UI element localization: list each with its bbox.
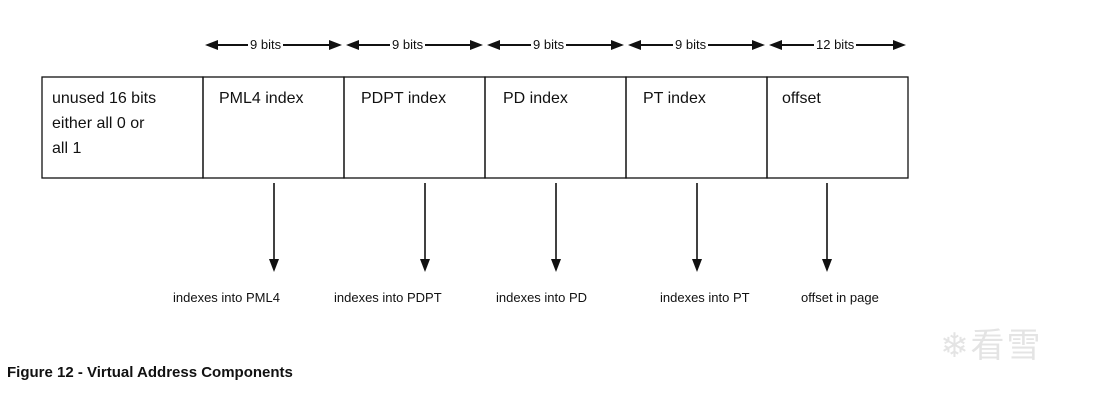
index-arrowhead-pdpt (420, 259, 430, 272)
bit-width-arrowhead-left-offset (769, 40, 782, 50)
destination-label-pdpt: indexes into PDPT (334, 290, 442, 305)
bit-width-label-offset: 12 bits (814, 37, 857, 52)
bit-width-arrowhead-right-pdpt (470, 40, 483, 50)
destination-label-pt: indexes into PT (660, 290, 750, 305)
bit-width-arrowhead-left-pt (628, 40, 641, 50)
figure-caption: Figure 12 - Virtual Address Components (7, 364, 293, 381)
field-label-pt: PT index (643, 90, 706, 107)
watermark-logo: ❄看雪 (940, 318, 1043, 367)
bit-width-arrowhead-left-pml4 (205, 40, 218, 50)
snowflake-icon: ❄ (940, 326, 971, 366)
bit-width-label-pdpt: 9 bits (390, 37, 426, 52)
bit-width-arrowhead-left-pd (487, 40, 500, 50)
bit-width-label-pml4: 9 bits (248, 37, 284, 52)
bit-width-label-pt: 9 bits (673, 37, 709, 52)
field-label-unused: unused 16 bits either all 0 or all 1 (52, 90, 157, 157)
bit-width-arrowhead-right-pml4 (329, 40, 342, 50)
destination-label-pd: indexes into PD (496, 290, 588, 305)
destination-label-pml4: indexes into PML4 (173, 290, 280, 305)
bit-width-arrowhead-right-pd (611, 40, 624, 50)
watermark-text: 看雪 (970, 326, 1043, 366)
destination-label-offset: offset in page (801, 290, 879, 305)
bit-width-arrowhead-right-pt (752, 40, 765, 50)
index-arrowhead-pml4 (269, 259, 279, 272)
index-arrowhead-pt (692, 259, 702, 272)
index-arrowhead-pd (551, 259, 561, 272)
field-label-pd: PD index (503, 90, 568, 107)
index-arrowhead-offset (822, 259, 832, 272)
bit-width-label-pd: 9 bits (531, 37, 567, 52)
address-fields-row (41, 76, 909, 179)
field-box-offset (766, 76, 909, 179)
field-label-pdpt: PDPT index (361, 90, 447, 107)
bit-width-arrowhead-right-offset (893, 40, 906, 50)
bit-width-arrowhead-left-pdpt (346, 40, 359, 50)
field-label-pml4: PML4 index (219, 90, 304, 107)
field-label-offset: offset (782, 90, 821, 107)
index-arrows (269, 183, 832, 272)
